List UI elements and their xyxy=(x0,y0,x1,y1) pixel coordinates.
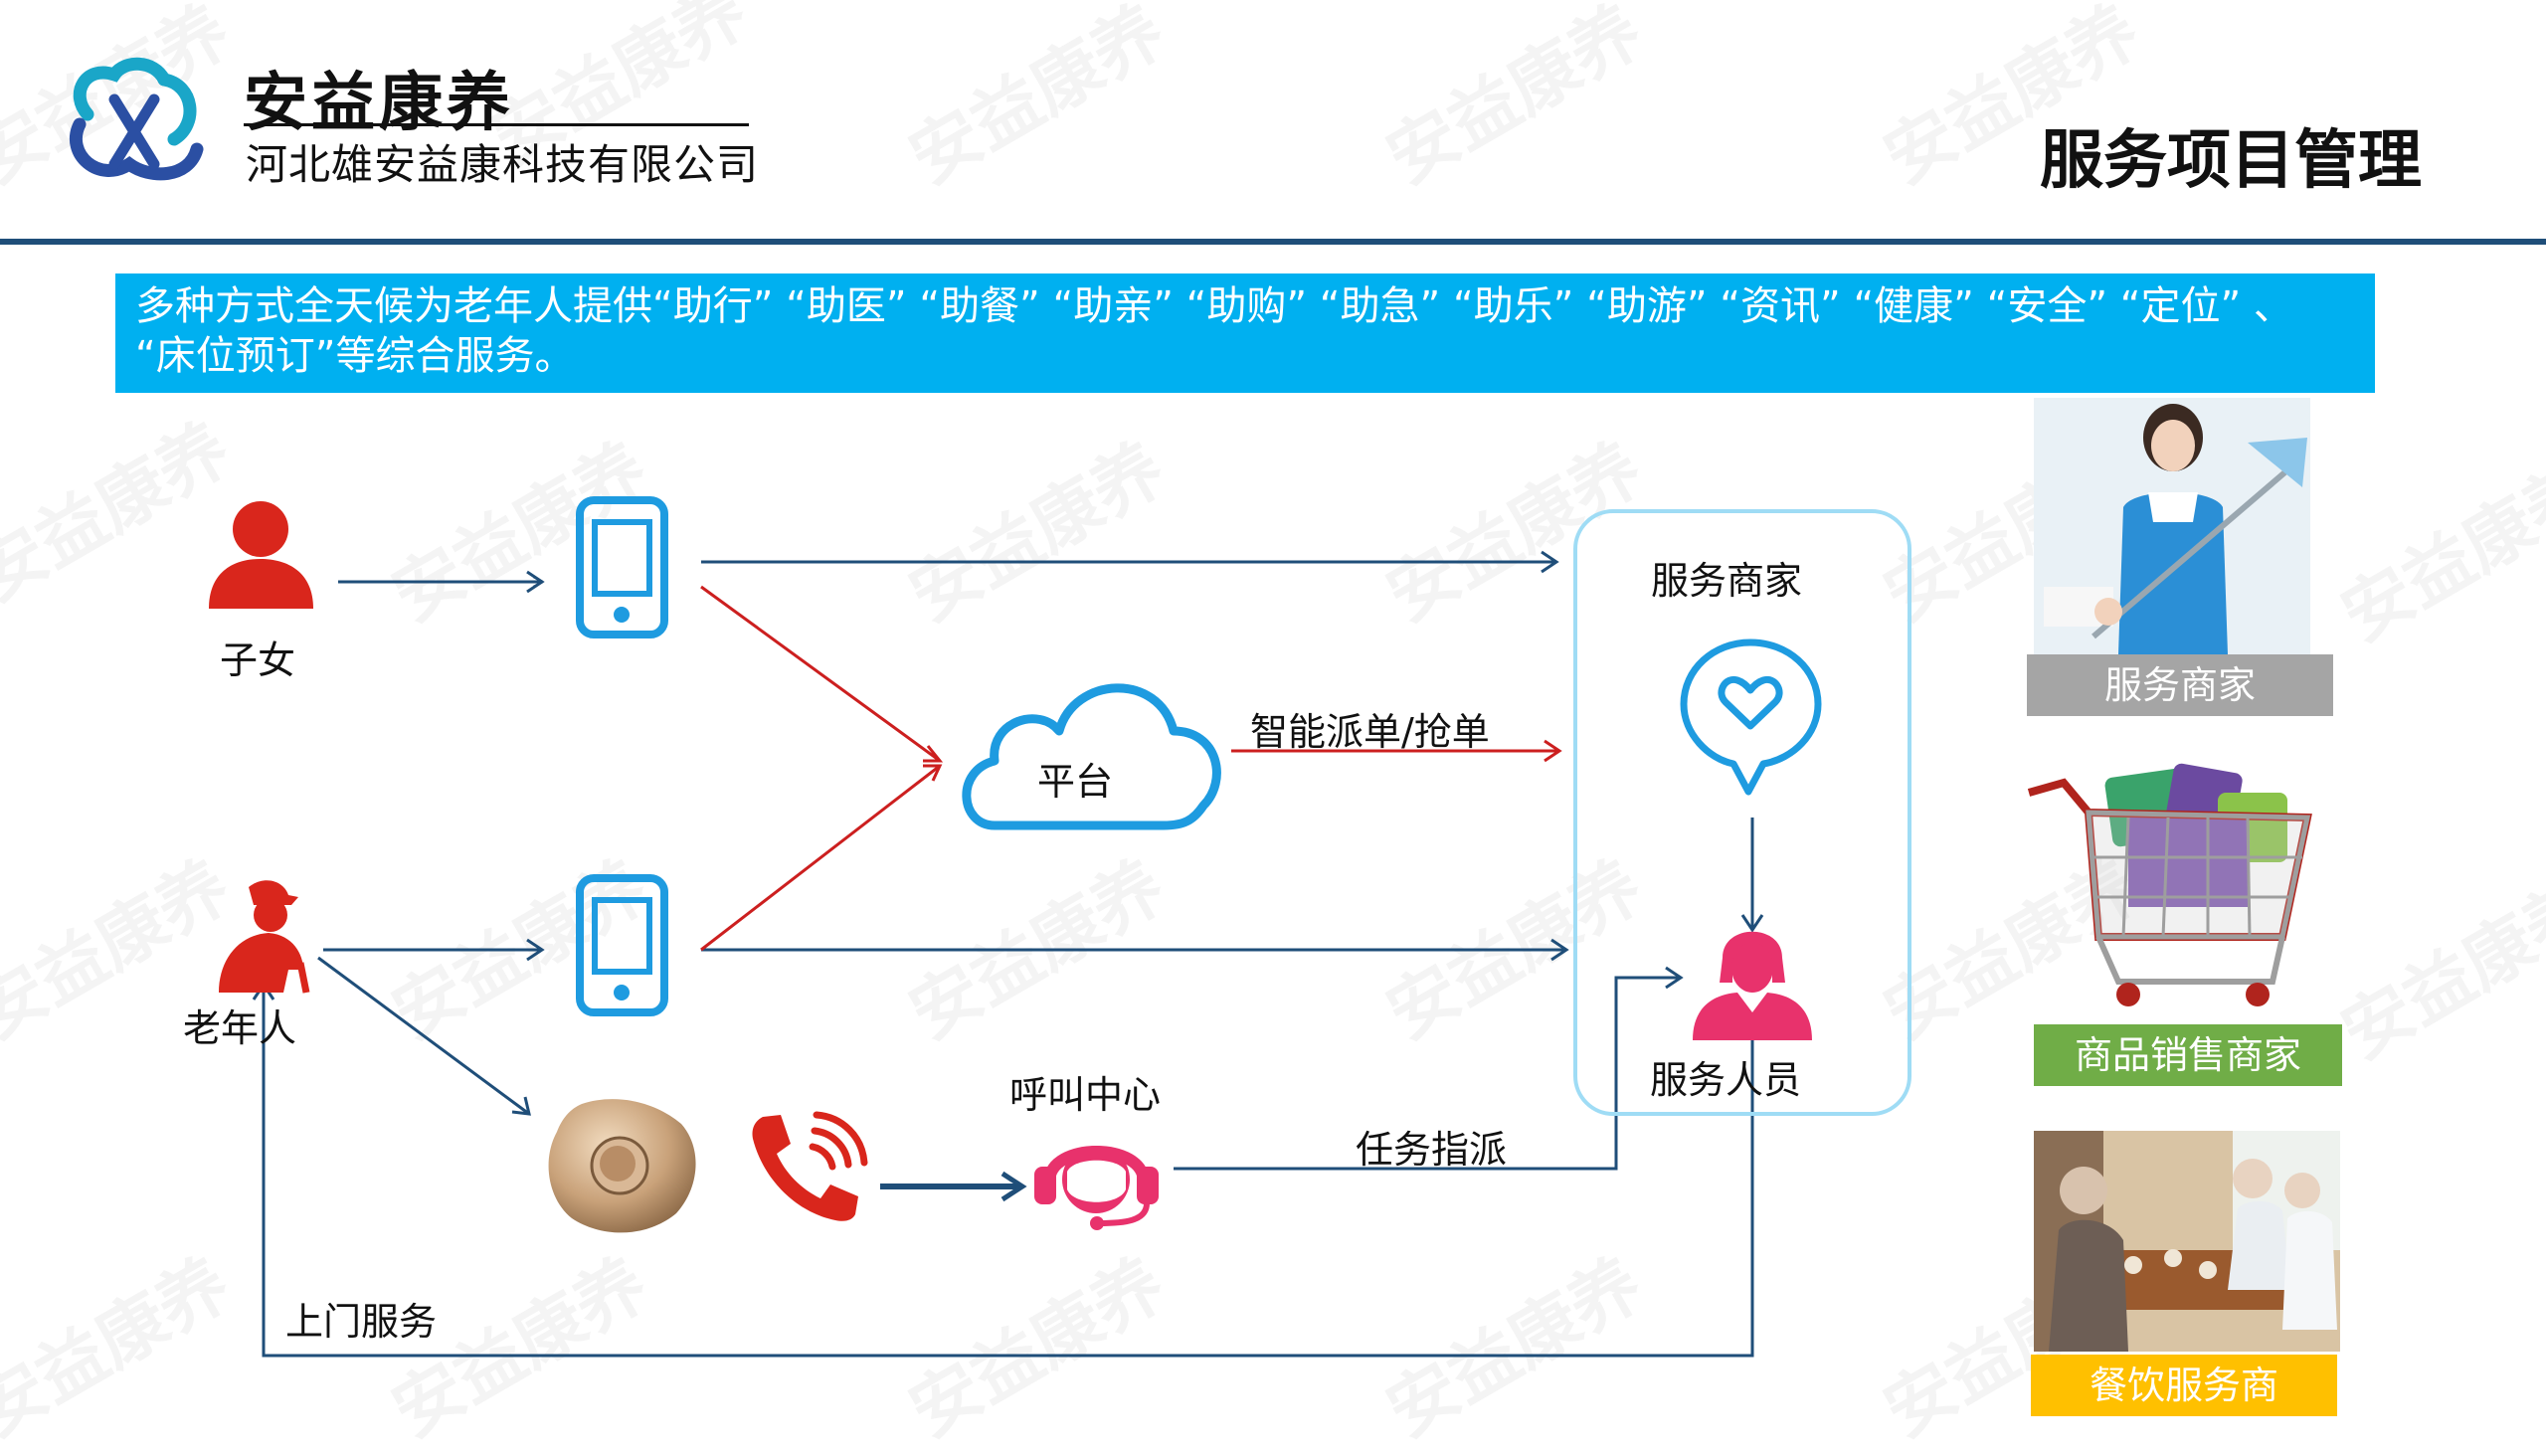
label-elder: 老年人 xyxy=(183,1006,297,1050)
merchant-group-box xyxy=(1573,509,1911,1116)
service-merchant-photo xyxy=(2034,398,2310,654)
heart-chat-icon xyxy=(1680,638,1822,796)
shopping-cart-photo xyxy=(2019,748,2322,1014)
dining-photo xyxy=(2034,1131,2340,1352)
brand-logo-icon xyxy=(69,57,204,181)
header-divider xyxy=(0,239,2546,245)
label-service-staff: 服务人员 xyxy=(1650,1058,1802,1102)
brand-divider xyxy=(244,123,749,126)
company-name: 河北雄安益康科技有限公司 xyxy=(246,140,760,189)
label-call-center: 呼叫中心 xyxy=(1009,1073,1162,1117)
arrow-task-assign xyxy=(1174,976,1681,1171)
mobile-phone-icon xyxy=(576,874,668,1016)
phone-call-icon xyxy=(752,1111,868,1221)
child-person-icon xyxy=(209,501,313,609)
arrow-phone2-to-platform xyxy=(700,764,941,952)
label-merchant: 服务商家 xyxy=(1651,559,1803,603)
elder-person-icon xyxy=(219,880,310,994)
label-child: 子女 xyxy=(220,638,296,682)
caption-goods-merchant: 商品销售商家 xyxy=(2034,1024,2342,1086)
arrow-door-service xyxy=(262,985,1754,1358)
service-summary-banner: 多种方式全天候为老年人提供“助行” “助医” “助餐” “助亲” “助购” “助… xyxy=(115,273,2375,393)
shopping-cart-illustration xyxy=(2027,763,2312,1006)
arrow-elder-to-button xyxy=(317,956,530,1116)
dining-illustration xyxy=(2034,1131,2340,1352)
label-smart-dispatch: 智能派单/抢单 xyxy=(1250,710,1490,754)
page-title: 服务项目管理 xyxy=(2040,124,2422,198)
label-task-assign: 任务指派 xyxy=(1356,1128,1508,1172)
emergency-button-icon xyxy=(548,1099,696,1233)
mobile-phone-icon xyxy=(576,496,668,638)
call-center-headset-icon xyxy=(1034,1146,1159,1230)
caption-service-merchant: 服务商家 xyxy=(2027,654,2333,716)
label-platform: 平台 xyxy=(1037,760,1114,804)
brand-name: 安益康养 xyxy=(244,67,514,140)
cloud-platform-icon xyxy=(962,683,1221,830)
caption-dining-service: 餐饮服务商 xyxy=(2031,1355,2337,1416)
label-door-service: 上门服务 xyxy=(285,1300,438,1344)
service-staff-icon xyxy=(1693,931,1812,1040)
arrow-phone-to-platform xyxy=(700,585,941,763)
cleaner-illustration xyxy=(2034,398,2310,654)
